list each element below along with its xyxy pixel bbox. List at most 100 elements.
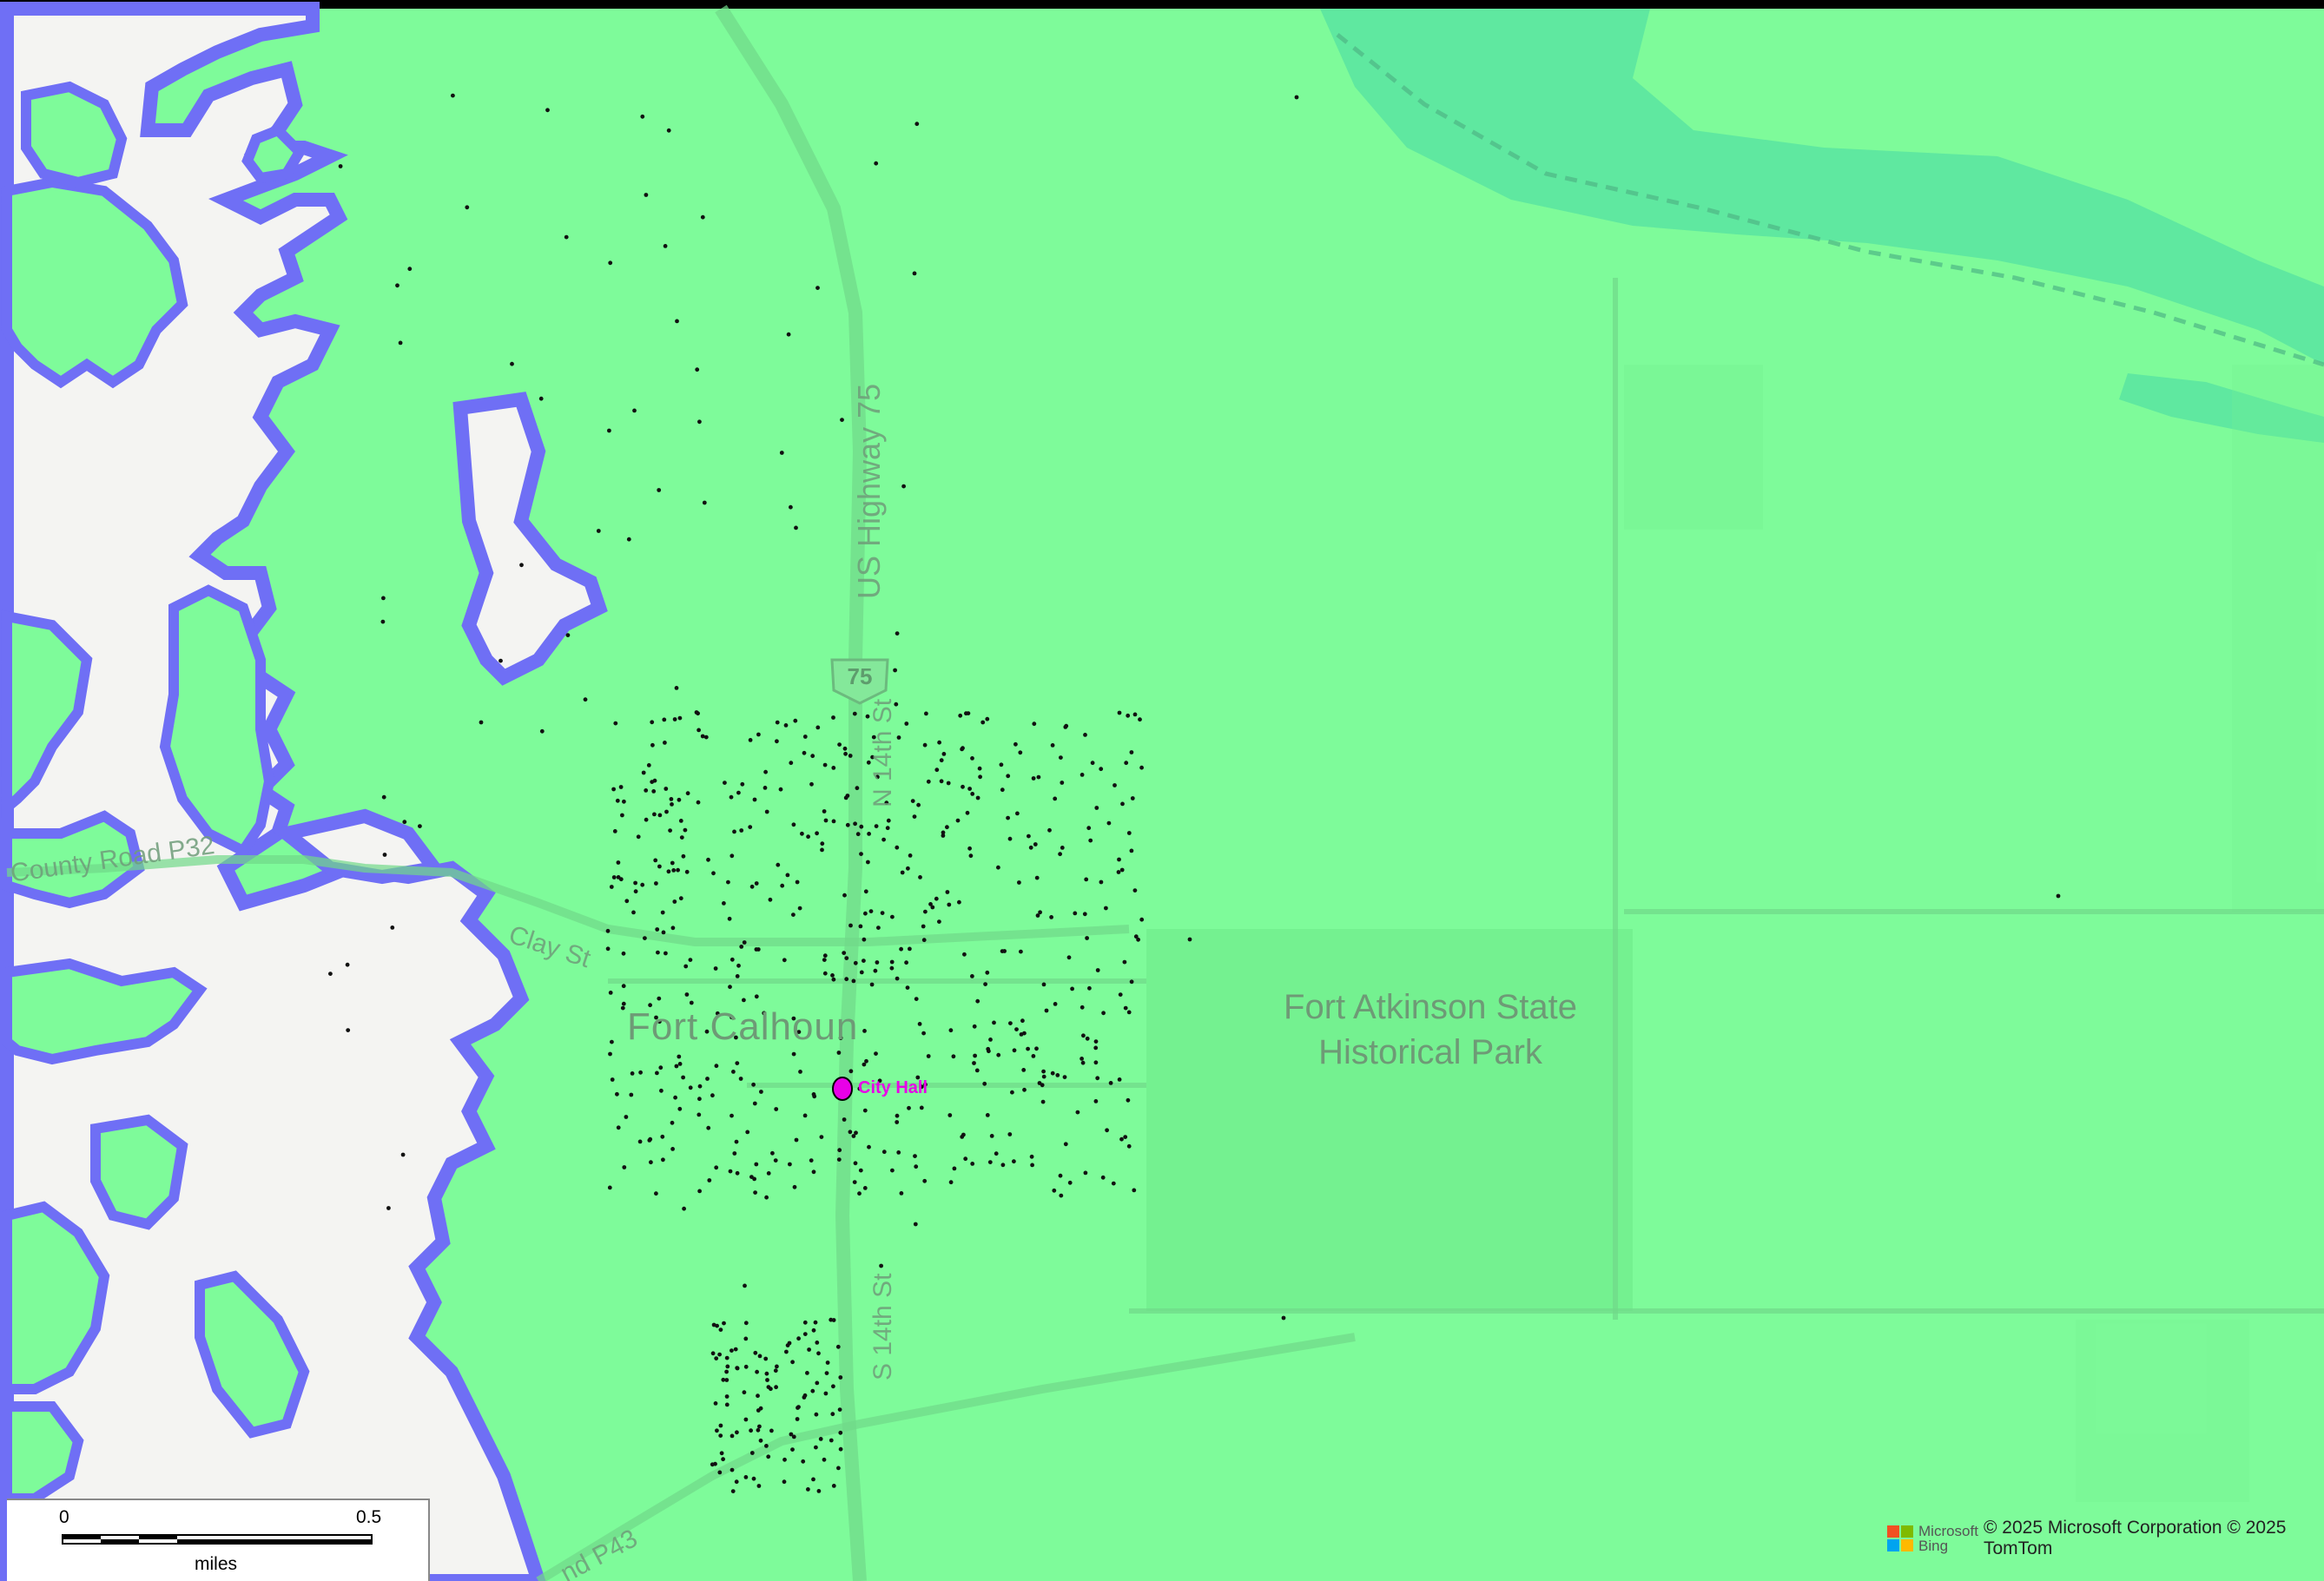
- address-point: [913, 1154, 917, 1158]
- address-point: [1000, 787, 1005, 793]
- address-point: [728, 985, 732, 990]
- address-point: [815, 1341, 820, 1345]
- address-point: [1130, 796, 1135, 800]
- address-point: [733, 1347, 738, 1352]
- bing-wordmark-line1: Microsoft: [1918, 1523, 1978, 1539]
- address-point: [713, 1401, 718, 1406]
- address-point: [907, 1105, 911, 1110]
- address-point: [710, 1351, 716, 1356]
- address-point: [654, 1191, 658, 1196]
- address-point: [718, 1327, 723, 1332]
- address-point: [655, 927, 660, 932]
- address-point: [992, 1020, 996, 1025]
- address-point: [775, 1364, 779, 1369]
- address-point: [908, 853, 913, 858]
- address-point: [688, 958, 693, 962]
- address-point: [796, 1405, 801, 1409]
- address-point: [622, 799, 626, 804]
- address-point: [651, 789, 657, 794]
- address-point: [819, 1135, 824, 1139]
- address-point: [638, 1070, 643, 1075]
- address-point: [740, 781, 745, 787]
- address-point: [400, 1152, 406, 1157]
- address-point: [670, 926, 676, 931]
- address-point: [730, 1113, 734, 1118]
- address-point: [654, 881, 658, 886]
- address-point: [912, 814, 917, 819]
- scale-unit-label: miles: [195, 1554, 238, 1574]
- address-point: [919, 1084, 924, 1090]
- address-point: [947, 1113, 953, 1117]
- address-point: [1012, 1159, 1016, 1164]
- address-point: [774, 1385, 778, 1390]
- address-point: [782, 1457, 787, 1462]
- city-hall-label[interactable]: City Hall: [858, 1078, 928, 1097]
- address-point: [895, 976, 900, 981]
- address-point: [1093, 1039, 1099, 1044]
- missouri-river: [1320, 9, 2324, 365]
- address-point: [704, 1029, 710, 1034]
- address-point: [1015, 811, 1020, 816]
- address-point: [742, 1390, 747, 1395]
- address-point: [661, 1157, 665, 1163]
- coverage-island: [2, 1201, 110, 1394]
- address-point: [904, 721, 909, 726]
- address-point: [917, 1022, 922, 1026]
- address-point: [743, 1364, 749, 1369]
- address-point: [609, 885, 614, 889]
- park-label-line1: Fort Atkinson State: [1284, 988, 1577, 1026]
- address-point: [951, 1054, 956, 1059]
- address-point: [1044, 1008, 1049, 1013]
- address-point: [1031, 1054, 1036, 1058]
- address-point: [735, 1061, 740, 1065]
- address-point: [636, 834, 641, 840]
- address-point: [1112, 783, 1117, 787]
- address-point: [657, 996, 662, 1001]
- address-point: [1053, 1002, 1058, 1006]
- address-point: [930, 905, 935, 910]
- address-point: [663, 244, 668, 248]
- address-point: [656, 950, 660, 955]
- address-point: [855, 832, 861, 837]
- address-point: [1117, 857, 1121, 862]
- address-point: [1108, 1081, 1113, 1085]
- address-point: [914, 1164, 919, 1169]
- address-point: [814, 1412, 819, 1417]
- address-point: [1111, 1181, 1116, 1186]
- address-point: [815, 725, 821, 730]
- address-point: [983, 982, 987, 986]
- address-point: [815, 286, 820, 290]
- address-point: [816, 1351, 821, 1356]
- address-point: [757, 1424, 762, 1429]
- address-point: [1041, 982, 1046, 987]
- address-point: [923, 909, 928, 914]
- address-point: [881, 837, 886, 842]
- address-point: [620, 1005, 625, 1011]
- address-point: [852, 711, 857, 716]
- address-point: [831, 1484, 836, 1488]
- address-point: [848, 1130, 853, 1135]
- address-point: [721, 1377, 726, 1382]
- address-point: [881, 1150, 887, 1155]
- address-point: [914, 997, 919, 1001]
- address-point: [735, 1430, 739, 1435]
- address-point: [1063, 725, 1068, 729]
- address-point: [1129, 750, 1134, 754]
- address-point: [1059, 755, 1063, 760]
- address-point: [345, 962, 350, 967]
- address-point: [792, 1184, 797, 1189]
- address-point: [1126, 1143, 1132, 1149]
- address-point: [650, 780, 655, 784]
- address-point: [939, 758, 944, 763]
- address-point: [947, 902, 952, 907]
- city-hall-marker[interactable]: [832, 1077, 853, 1101]
- park-label-line2: Historical Park: [1318, 1033, 1542, 1071]
- address-point: [800, 831, 804, 836]
- address-point: [844, 956, 849, 960]
- address-point: [822, 762, 828, 767]
- address-point: [718, 1433, 723, 1438]
- address-point: [965, 810, 970, 815]
- address-point: [999, 762, 1004, 767]
- address-point: [650, 720, 655, 725]
